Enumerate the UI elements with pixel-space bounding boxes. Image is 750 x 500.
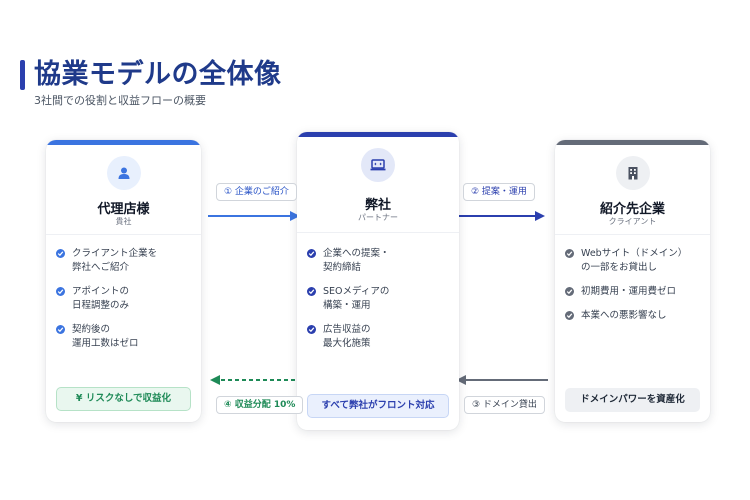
page-subtitle: 3社間での役割と収益フローの概要 (34, 94, 206, 107)
card-name: 弊社 (364, 198, 391, 213)
card-divider (46, 234, 201, 235)
card-topbar (297, 132, 459, 137)
card-topbar (555, 140, 710, 145)
flow-label-proposal: ② 提案・運用 (463, 183, 535, 201)
card-subtitle: 貴社 (115, 217, 132, 226)
list-item: 企業への提案・ 契約締結 (307, 247, 451, 275)
card-subtitle: クライアント (608, 217, 657, 226)
flow-label-domain-lending: ③ ドメイン貸出 (464, 396, 545, 414)
list-item: SEOメディアの 構築・運用 (307, 285, 451, 313)
us-role-badge: すべて弊社がフロント対応 (307, 394, 449, 418)
check-icon (307, 287, 316, 296)
card-name: 紹介先企業 (599, 202, 665, 217)
card-subtitle: パートナー (358, 213, 398, 222)
list-item: 広告収益の 最大化施策 (307, 323, 451, 351)
check-icon (565, 287, 574, 296)
agency-benefit-badge: ¥ リスクなしで収益化 (56, 387, 191, 411)
laptop-icon (361, 148, 395, 182)
client-role-list: Webサイト（ドメイン） の一部をお貸出し 初期費用・運用費ゼロ 本業への悪影響… (565, 247, 702, 333)
agency-role-list: クライアント企業を 弊社へご紹介 アポイントの 日程調整のみ 契約後の 運用工数… (56, 247, 193, 361)
list-item: アポイントの 日程調整のみ (56, 285, 193, 313)
list-item: 契約後の 運用工数はゼロ (56, 323, 193, 351)
check-icon (307, 325, 316, 334)
list-item: 初期費用・運用費ゼロ (565, 285, 702, 299)
check-icon (56, 249, 65, 258)
check-icon (565, 249, 574, 258)
list-item: 本業への悪影響なし (565, 309, 702, 323)
title-accent-bar (20, 60, 25, 90)
flow-label-revenue-share: ④ 収益分配 10% (216, 396, 304, 414)
person-icon (106, 156, 141, 190)
check-icon (56, 287, 65, 296)
card-divider (297, 232, 459, 233)
card-topbar (46, 140, 201, 145)
card-name: 代理店様 (97, 202, 150, 217)
client-benefit-badge: ドメインパワーを資産化 (565, 388, 700, 412)
check-icon (56, 325, 65, 334)
us-role-list: 企業への提案・ 契約締結 SEOメディアの 構築・運用 広告収益の 最大化施策 (307, 247, 451, 361)
client-card: 紹介先企業 クライアント Webサイト（ドメイン） の一部をお貸出し 初期費用・… (555, 140, 710, 422)
card-divider (555, 234, 710, 235)
building-icon (615, 156, 650, 190)
list-item: クライアント企業を 弊社へご紹介 (56, 247, 193, 275)
list-item: Webサイト（ドメイン） の一部をお貸出し (565, 247, 702, 275)
agency-card: 代理店様 貴社 クライアント企業を 弊社へご紹介 アポイントの 日程調整のみ 契… (46, 140, 201, 422)
us-card: 弊社 パートナー 企業への提案・ 契約締結 SEOメディアの 構築・運用 広告収… (297, 132, 459, 430)
flow-label-introduction: ① 企業のご紹介 (216, 183, 297, 201)
page-title: 協業モデルの全体像 (34, 59, 282, 90)
check-icon (307, 249, 316, 258)
check-icon (565, 311, 574, 320)
